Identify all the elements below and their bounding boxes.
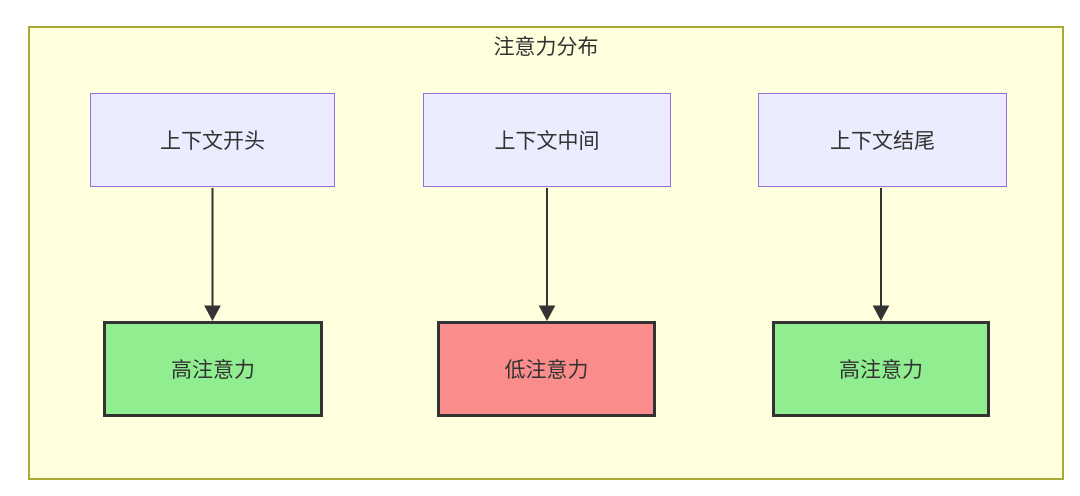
diagram-title: 注意力分布 bbox=[493, 36, 599, 59]
node-high-attention-right-label: 高注意力 bbox=[839, 359, 923, 382]
node-context-start: 上下文开头 bbox=[90, 93, 335, 187]
node-low-attention-label: 低注意力 bbox=[504, 359, 589, 382]
node-high-attention-left: 高注意力 bbox=[103, 321, 323, 417]
node-low-attention: 低注意力 bbox=[437, 321, 656, 417]
node-high-attention-left-label: 高注意力 bbox=[171, 359, 255, 382]
node-context-middle: 上下文中间 bbox=[423, 93, 671, 187]
node-context-middle-label: 上下文中间 bbox=[494, 130, 600, 153]
node-context-end: 上下文结尾 bbox=[758, 93, 1007, 187]
node-context-start-label: 上下文开头 bbox=[160, 130, 265, 153]
node-high-attention-right: 高注意力 bbox=[772, 321, 990, 417]
node-context-end-label: 上下文结尾 bbox=[830, 130, 935, 153]
